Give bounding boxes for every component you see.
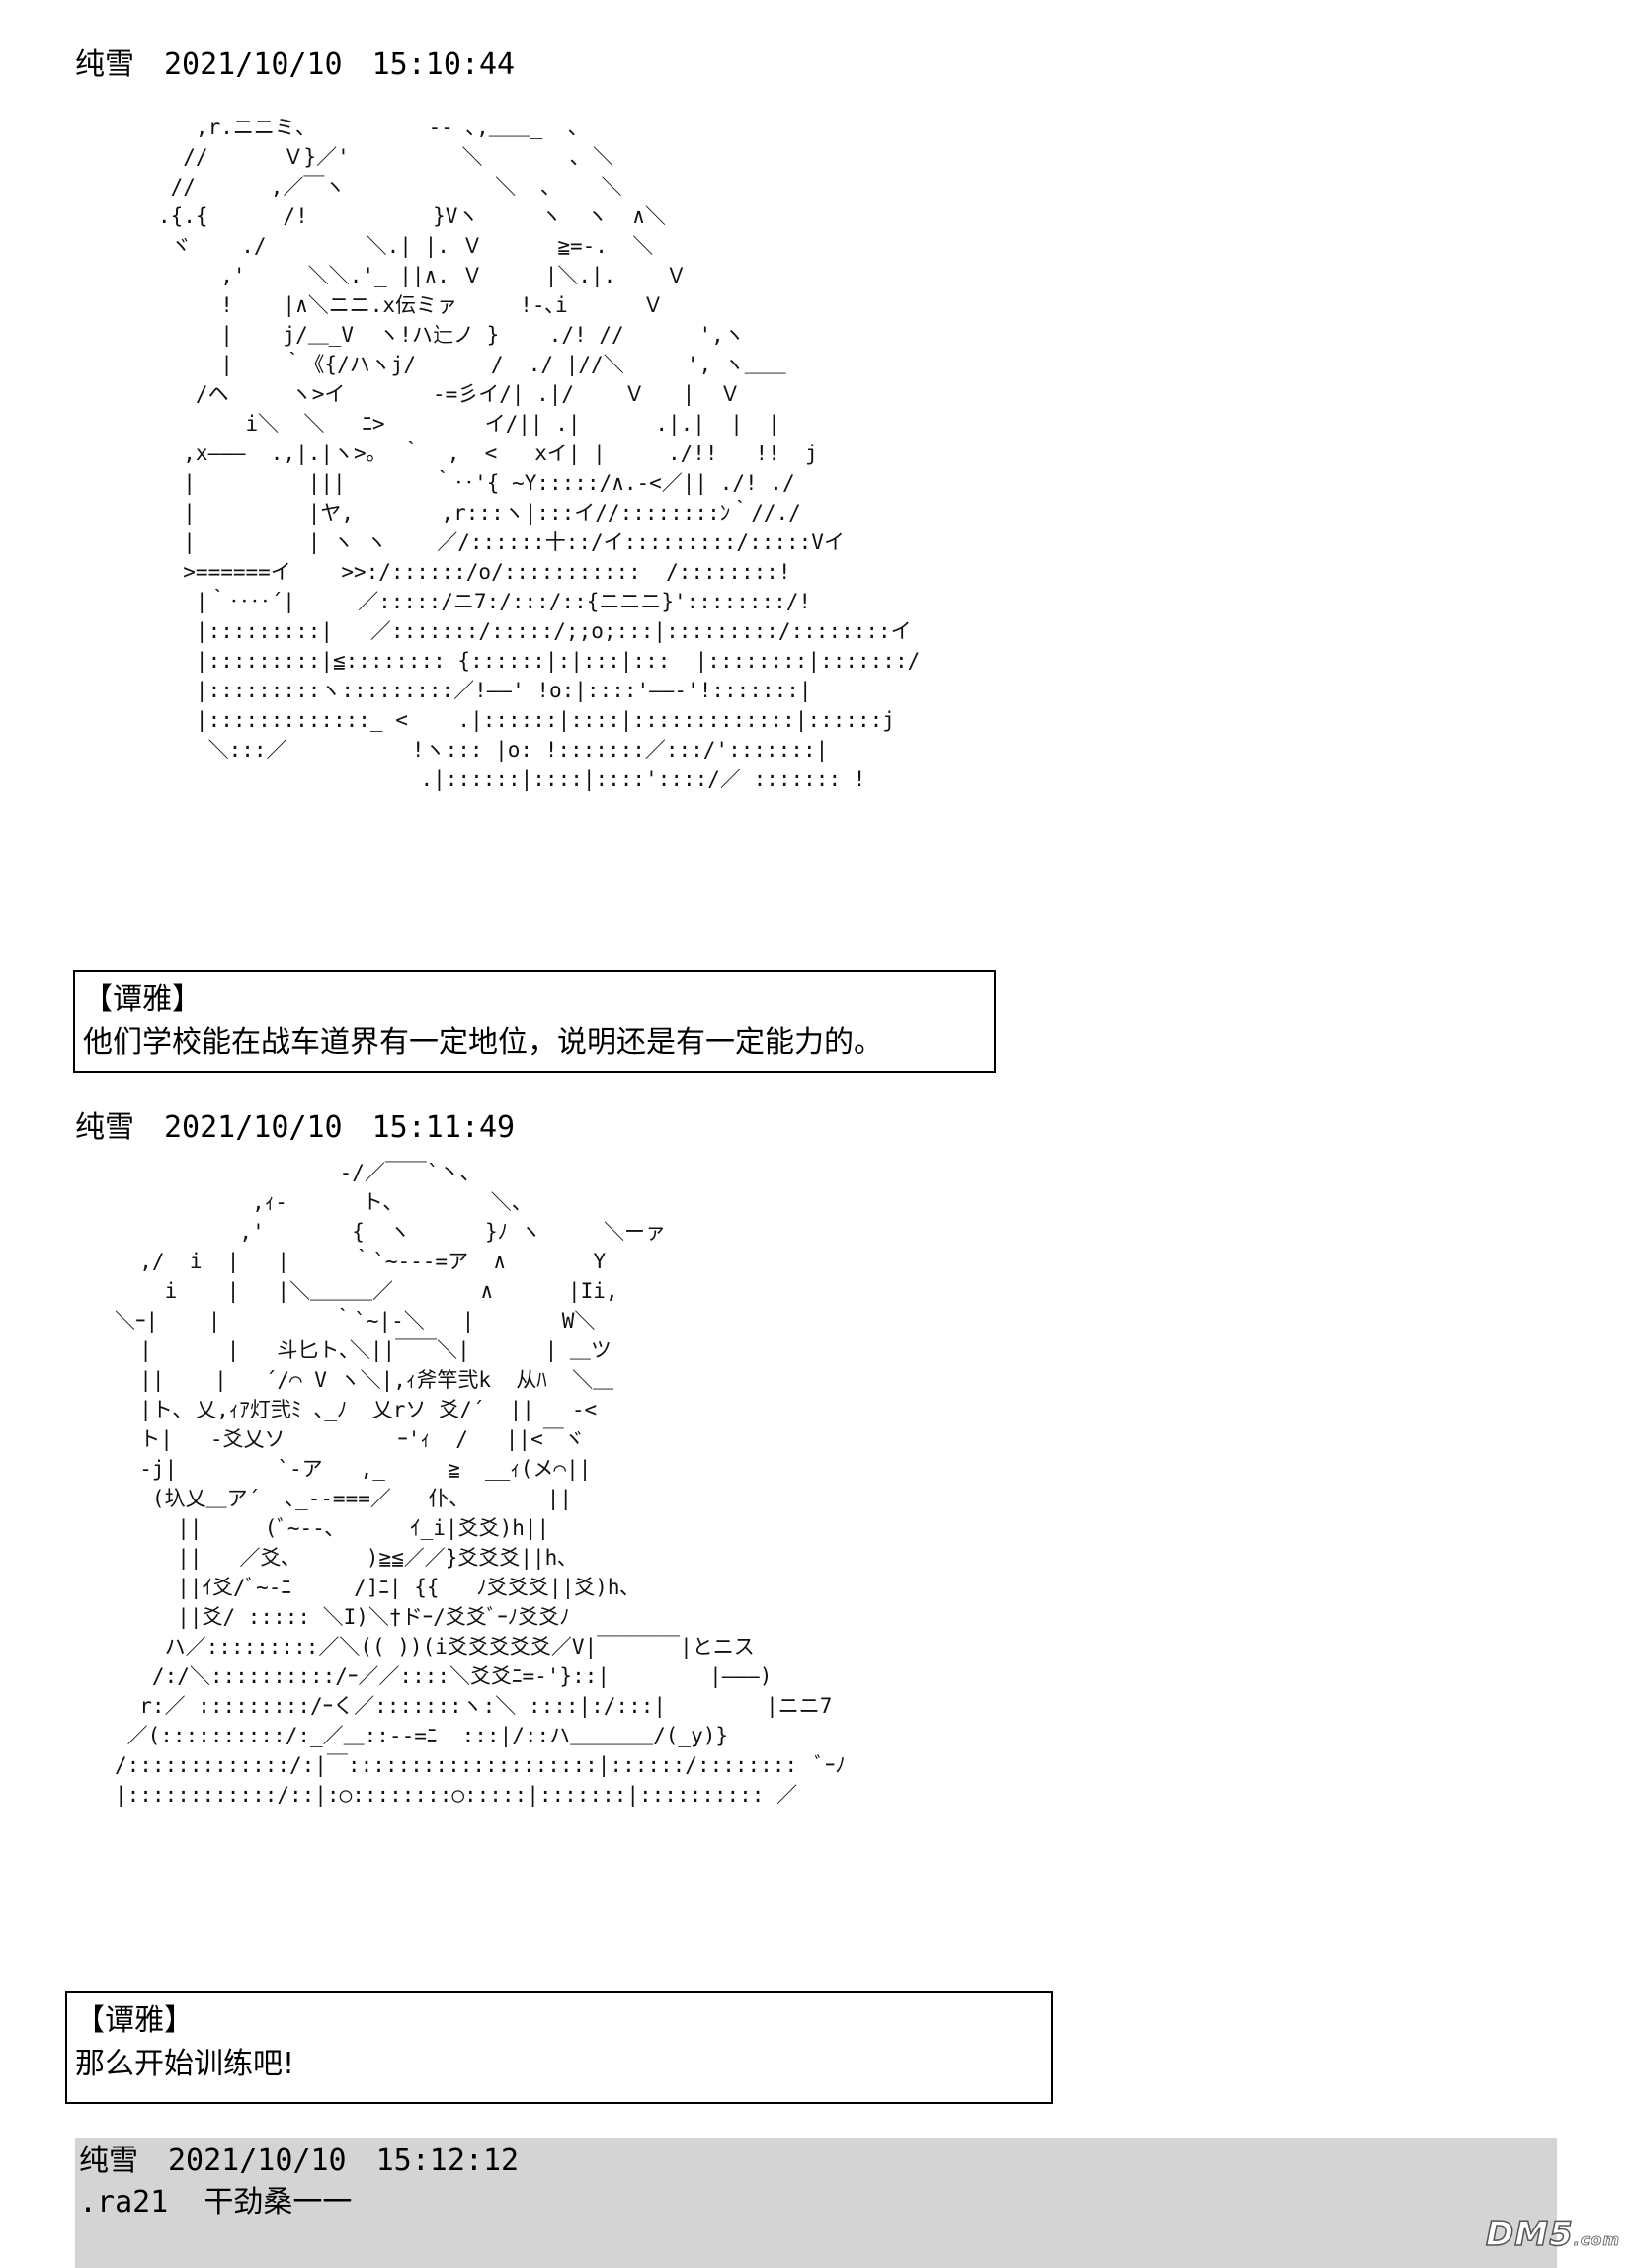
dialog-text: 那么开始训练吧! bbox=[75, 2047, 295, 2081]
post-time: 15:11:49 bbox=[371, 1110, 516, 1145]
dialog-box-1: 【谭雅】 他们学校能在战车道界有一定地位，说明还是有一定能力的。 bbox=[73, 970, 996, 1073]
ascii-art-1: ,r.ニニミ、 ‐‐ ､,＿＿_ 、 // Ｖ}／' ＼ ､ ＼ // ,／￣ヽ… bbox=[158, 116, 921, 791]
post-date: 2021/10/10 bbox=[164, 1110, 343, 1145]
post-time: 15:12:12 bbox=[375, 2144, 520, 2178]
post-message: .ra21 干劲桑一一 bbox=[79, 2185, 353, 2220]
post-date: 2021/10/10 bbox=[164, 47, 343, 82]
dialog-speaker: 【谭雅】 bbox=[75, 2003, 194, 2038]
ascii-art-2: -/／￣￣`丶、 ,ｨ‐ ト、 ＼、 ,' { ヽ }ﾉ ヽ ＼ーァ ,/ i … bbox=[115, 1161, 846, 1807]
post-header-1: 纯雪 2021/10/10 15:10:44 bbox=[75, 45, 515, 85]
dialog-speaker: 【谭雅】 bbox=[83, 982, 202, 1016]
dialog-text: 他们学校能在战车道界有一定地位，说明还是有一定能力的。 bbox=[83, 1025, 883, 1060]
logo-suffix: .com bbox=[1573, 2230, 1620, 2250]
dialog-box-2: 【谭雅】 那么开始训练吧! bbox=[65, 1991, 1053, 2104]
post-time: 15:10:44 bbox=[371, 47, 516, 82]
post-author: 纯雪 bbox=[79, 2144, 138, 2178]
post-date: 2021/10/10 bbox=[168, 2144, 347, 2178]
logo-brand: DM5 bbox=[1485, 2214, 1574, 2255]
post-header-2: 纯雪 2021/10/10 15:11:49 bbox=[75, 1108, 515, 1148]
post-header-3: 纯雪 2021/10/10 15:12:12 bbox=[79, 2142, 1557, 2181]
post-author: 纯雪 bbox=[75, 1110, 134, 1145]
dm5-logo: DM5.com bbox=[1485, 2214, 1620, 2255]
post-author: 纯雪 bbox=[75, 47, 134, 82]
highlighted-post: 纯雪 2021/10/10 15:12:12 .ra21 干劲桑一一 bbox=[75, 2138, 1557, 2268]
